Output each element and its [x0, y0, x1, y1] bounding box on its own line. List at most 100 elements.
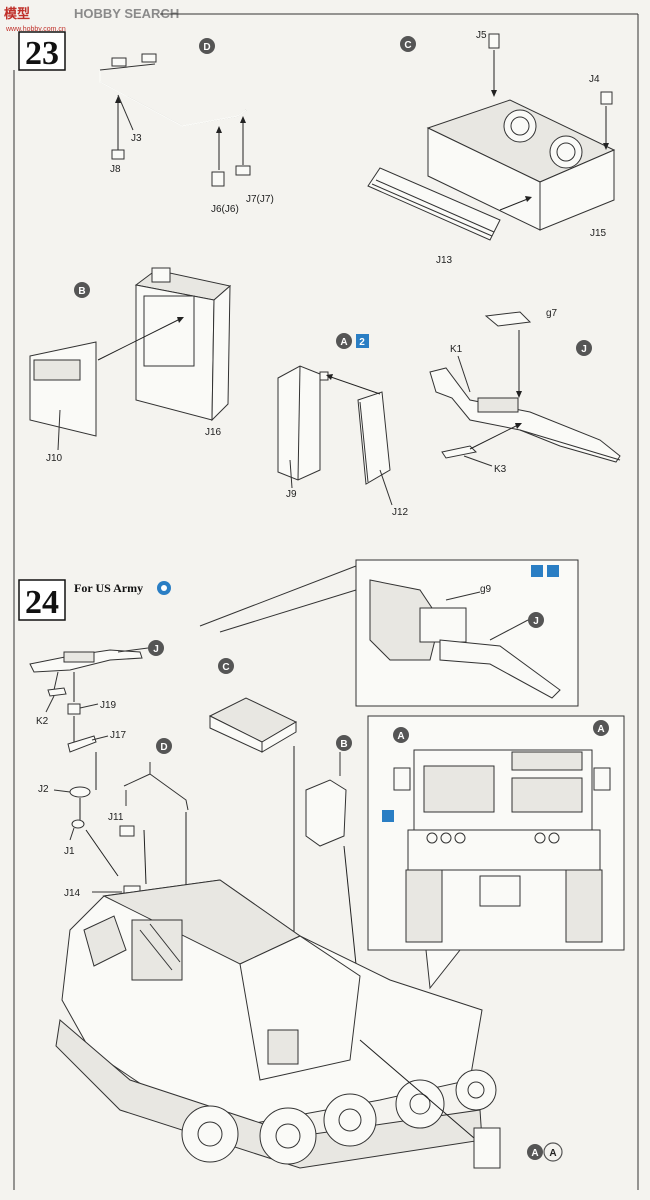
gun-k1 — [429, 367, 621, 463]
badge-c-label: C — [404, 40, 411, 51]
part-j8 — [111, 149, 125, 160]
subassembly-d: D J3 J8 J6(J6) J7(J7) — [99, 38, 274, 215]
part-j5-label: J5 — [476, 30, 487, 41]
part-g9 — [419, 607, 467, 643]
rear-track-left — [405, 869, 443, 943]
main-box-b — [305, 779, 347, 847]
rear-plate — [479, 875, 521, 907]
main-badge-a2-label: A — [549, 1148, 556, 1159]
main-badge-d-icon — [156, 738, 172, 754]
hull-vent — [83, 915, 127, 967]
badge-a-icon — [336, 333, 352, 349]
rear-light-right — [593, 767, 611, 791]
badge-d-icon — [199, 38, 215, 54]
subassembly-a: A 2 J9 J12 — [277, 333, 409, 518]
subassembly-j: J g7 K1 K3 — [429, 308, 621, 475]
part-j19-label: J19 — [100, 700, 117, 711]
part-j10-label: J10 — [46, 453, 63, 464]
main-badge-j-label: J — [153, 644, 159, 655]
detail-badge-j-icon — [528, 612, 544, 628]
badge-d-label: D — [203, 42, 210, 53]
part-j15-label: J15 — [590, 228, 607, 239]
part-j11-label: J11 — [108, 812, 124, 823]
badge-c-icon — [400, 36, 416, 52]
hull-door — [267, 1029, 299, 1065]
handrail-j3 — [99, 70, 247, 127]
part-k3-label: K3 — [494, 464, 507, 475]
rear-door — [423, 765, 495, 813]
road-wheel-3 — [323, 1093, 377, 1147]
part-j19 — [67, 703, 81, 715]
handrail-foot-2 — [141, 53, 157, 63]
part-j10 — [29, 341, 97, 437]
main-badge-a1-icon — [527, 1144, 543, 1160]
rear-hull-lower — [407, 829, 601, 871]
part-j6-label: J6(J6) — [211, 204, 239, 215]
road-wheel-2 — [259, 1107, 317, 1165]
detail-army-icon — [531, 565, 543, 577]
detail-gun-mount: g9 J — [199, 559, 579, 707]
detail-rear-view: A A — [367, 715, 625, 990]
part-j14-label: J14 — [64, 888, 81, 899]
part-j11 — [119, 825, 135, 837]
subassembly-b: B J16 J10 — [29, 267, 232, 464]
part-g7 — [484, 311, 532, 327]
part-j7-label: J7(J7) — [246, 194, 274, 205]
part-j6 — [211, 171, 225, 187]
subassembly-c: C J5 J4 J15 J13 — [367, 30, 616, 266]
part-k3 — [441, 445, 478, 459]
part-j4-label: J4 — [589, 74, 600, 85]
part-k2-label: K2 — [36, 716, 49, 727]
step-24-number: 24 — [25, 584, 59, 621]
rear-badge-a1-label: A — [397, 731, 404, 742]
part-j3-label: J3 — [131, 133, 142, 144]
main-badge-d-label: D — [160, 742, 167, 753]
part-a-bottom — [473, 1127, 501, 1169]
rear-badge-a2-icon — [593, 720, 609, 736]
detail-paint-icon — [547, 565, 559, 577]
part-j4 — [600, 91, 613, 105]
part-j8-label: J8 — [110, 164, 121, 175]
part-j1 — [71, 819, 85, 829]
qty-label: 2 — [359, 337, 365, 348]
part-j9-label: J9 — [286, 489, 297, 500]
part-j12 — [357, 391, 391, 485]
rear-badge-a1-icon — [393, 727, 409, 743]
part-j17-label: J17 — [110, 730, 127, 741]
rear-paint-icon — [382, 810, 394, 822]
part-j5 — [488, 33, 500, 49]
main-badge-c-icon — [218, 658, 234, 674]
part-k1-label: K1 — [450, 344, 463, 355]
badge-j-icon — [576, 340, 592, 356]
watermark: 模型 HOBBY SEARCH www.hobby.com.cn — [4, 6, 179, 33]
step-23-number-box — [18, 31, 66, 71]
gun-receiver — [477, 397, 519, 413]
part-j1-label: J1 — [64, 846, 75, 857]
part-g9-label: g9 — [480, 584, 492, 595]
watermark-url: www.hobby.com.cn — [5, 26, 66, 33]
handrail-foot-1 — [111, 57, 127, 67]
main-badge-a1-label: A — [531, 1148, 538, 1159]
watermark-brand: HOBBY SEARCH — [74, 6, 179, 21]
callout-pointer — [425, 949, 462, 990]
hull-hatch — [131, 919, 183, 981]
road-wheel-4 — [395, 1079, 445, 1129]
main-badge-b-label: B — [340, 739, 347, 750]
rear-vent — [511, 751, 583, 771]
main-badge-b-icon — [336, 735, 352, 751]
road-wheel-5 — [455, 1069, 497, 1111]
fan-grille-1 — [503, 109, 537, 143]
part-j7 — [235, 165, 251, 176]
badge-j-label: J — [581, 344, 587, 355]
gun-barrel — [439, 639, 561, 699]
rear-light-left — [393, 767, 411, 791]
step-23-number: 23 — [25, 35, 59, 72]
badge-b-icon — [74, 282, 90, 298]
rear-track-right — [565, 869, 603, 943]
main-assembly: J K2 J19 J17 J2 J1 C — [29, 640, 563, 1169]
badge-b-label: B — [78, 286, 85, 297]
part-j16-label: J16 — [205, 427, 222, 438]
part-j17 — [67, 735, 97, 753]
box-j16-front — [135, 284, 215, 421]
part-j2-label: J2 — [38, 784, 49, 795]
